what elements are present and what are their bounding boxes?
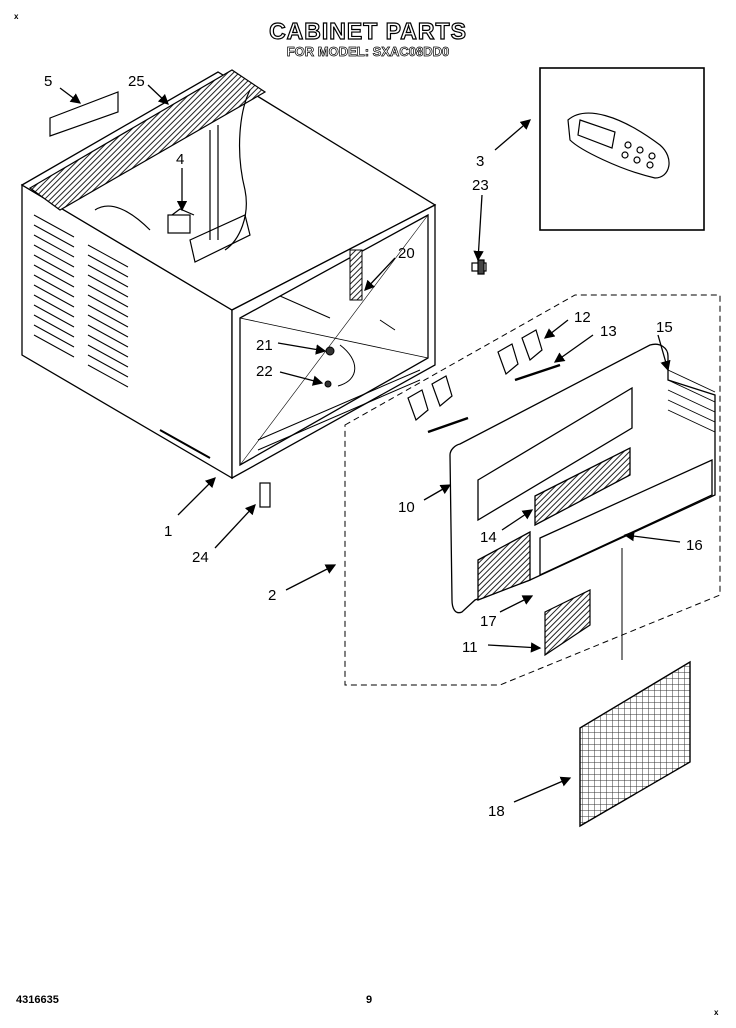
side-louvers <box>33 214 211 459</box>
callout-20: 20 <box>398 245 415 262</box>
part-number: 4316635 <box>16 994 59 1006</box>
page-number: 9 <box>366 994 373 1006</box>
front-assembly-boundary <box>344 294 721 686</box>
cabinet-interior <box>257 249 421 451</box>
air-filter <box>579 660 691 828</box>
callout-15: 15 <box>656 319 673 336</box>
callout-22: 22 <box>256 363 273 380</box>
front-panel <box>449 343 716 614</box>
air-vanes <box>407 329 561 434</box>
callout-5: 5 <box>44 73 52 90</box>
callout-4: 4 <box>176 151 184 168</box>
cabinet-shell <box>20 71 437 480</box>
callout-labels: 1 2 3 4 5 10 11 12 13 14 15 16 17 18 20 … <box>44 73 703 820</box>
top-grille <box>28 69 267 211</box>
callout-11: 11 <box>462 639 478 656</box>
callout-13: 13 <box>600 323 617 340</box>
callout-16: 16 <box>686 537 703 554</box>
model-subtitle: FOR MODEL: SXAC08DD0 <box>286 44 450 60</box>
callout-17: 17 <box>480 613 497 630</box>
callout-2: 2 <box>268 587 276 604</box>
screw-part-23 <box>471 259 487 275</box>
callout-18: 18 <box>488 803 505 820</box>
remote-control <box>567 112 670 179</box>
callout-14: 14 <box>480 529 497 546</box>
callout-23: 23 <box>472 177 489 194</box>
callout-21: 21 <box>256 337 273 354</box>
callout-3: 3 <box>476 153 484 170</box>
corner-mark-top-left: x <box>14 12 19 21</box>
page-title: CABINET PARTS <box>268 17 467 44</box>
callout-12: 12 <box>574 309 591 326</box>
callout-24: 24 <box>192 549 209 566</box>
bracket-part-24 <box>259 482 271 508</box>
callout-25: 25 <box>128 73 145 90</box>
label-sticker <box>49 91 119 137</box>
wiring-and-bracket <box>94 89 251 263</box>
callout-10: 10 <box>398 499 415 516</box>
lower-grille <box>544 589 591 657</box>
leader-lines <box>59 84 681 803</box>
callout-1: 1 <box>164 523 172 540</box>
corner-mark-bottom-right: x <box>714 1008 719 1017</box>
